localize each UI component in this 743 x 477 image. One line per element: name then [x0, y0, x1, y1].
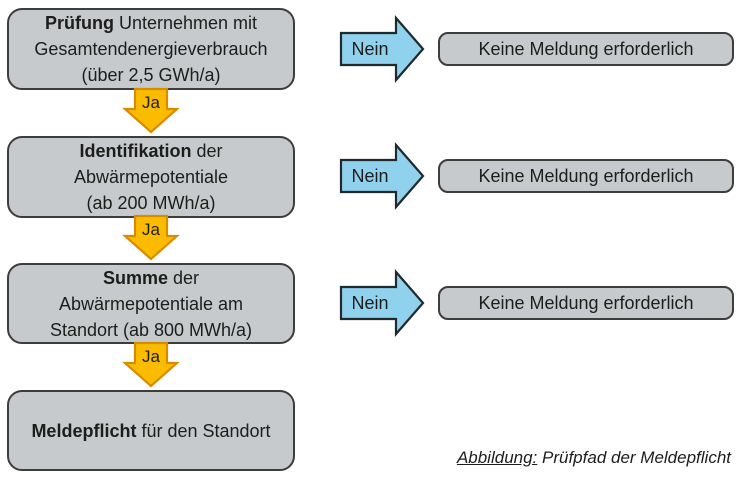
- ja-arrow-down-icon: [122, 214, 180, 261]
- nein-arrow-right-icon: [339, 269, 425, 337]
- step-line: Summe der: [102, 267, 200, 288]
- nein-label: Nein: [351, 166, 389, 186]
- nein-arrow-right-icon: [339, 142, 425, 210]
- ja-label: Ja: [142, 347, 160, 366]
- no-report-box: Keine Meldung erforderlich: [438, 159, 734, 193]
- nein-label: Nein: [351, 293, 389, 313]
- ja-label: Ja: [142, 220, 160, 239]
- step-line: Meldepflicht für den Standort: [31, 420, 271, 441]
- flow-step-pruefung: Prüfung Unternehmen mit Gesamtendenergie…: [7, 8, 295, 90]
- flow-step-summe: Summe der Abwärmepotentiale am Standort …: [7, 263, 295, 344]
- step-line: Gesamtendenergieverbrauch: [34, 39, 268, 59]
- flow-step-meldepflicht: Meldepflicht für den Standort: [7, 390, 295, 471]
- step-line: Abwärmepotentiale am: [58, 293, 244, 314]
- caption-text: Prüfpfad der Meldepflicht: [537, 448, 731, 467]
- step-line: Identifikation der: [79, 141, 223, 161]
- ja-arrow-down-icon: [122, 341, 180, 388]
- step-line: Prüfung Unternehmen mit: [44, 13, 258, 33]
- no-report-box: Keine Meldung erforderlich: [438, 286, 734, 320]
- flow-step-identifikation: Identifikation der Abwärmepotentiale (ab…: [7, 136, 295, 218]
- step-line: Standort (ab 800 MWh/a): [49, 319, 253, 340]
- nein-arrow-right-icon: [339, 15, 425, 83]
- step-line: (ab 200 MWh/a): [86, 193, 216, 213]
- nein-label: Nein: [351, 39, 389, 59]
- step-line: (über 2,5 GWh/a): [81, 65, 221, 85]
- caption-prefix: Abbildung:: [456, 448, 538, 467]
- ja-label: Ja: [142, 93, 160, 112]
- figure-caption: Abbildung: Prüfpfad der Meldepflicht: [457, 448, 731, 468]
- ja-arrow-down-icon: [122, 87, 180, 134]
- no-report-box: Keine Meldung erforderlich: [438, 32, 734, 66]
- step-line: Abwärmepotentiale: [73, 167, 229, 187]
